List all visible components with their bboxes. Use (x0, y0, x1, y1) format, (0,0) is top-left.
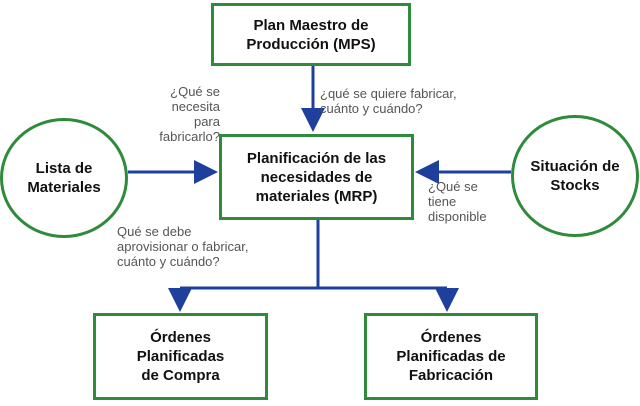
question-tiene-label: ¿Qué se tiene disponible (428, 179, 487, 224)
question-aprovisionar-label: Qué se debe aprovisionar o fabricar, cuá… (117, 224, 249, 269)
ordenes-compra-label: Órdenes Planificadas de Compra (136, 329, 225, 384)
mrp-box: Planificación de las necesidades de mate… (219, 134, 414, 220)
ordenes-fabricacion-box: Órdenes Planificadas de Fabricación (364, 313, 538, 400)
ordenes-compra-box: Órdenes Planificadas de Compra (93, 313, 268, 400)
mps-label: Plan Maestro de Producción (MPS) (246, 16, 376, 53)
situacion-stocks-label: Situación de Stocks (530, 158, 620, 194)
lista-materiales-circle: Lista de Materiales (0, 118, 128, 238)
mrp-label: Planificación de las necesidades de mate… (246, 149, 387, 205)
ordenes-fabricacion-label: Órdenes Planificadas de Fabricación (396, 329, 506, 384)
lista-materiales-label: Lista de Materiales (27, 160, 101, 196)
question-necesita-label: ¿Qué se necesita para fabricarlo? (159, 84, 220, 144)
question-quiere-label: ¿qué se quiere fabricar, cuánto y cuándo… (320, 86, 457, 116)
situacion-stocks-circle: Situación de Stocks (511, 115, 639, 237)
mps-box: Plan Maestro de Producción (MPS) (211, 3, 411, 66)
